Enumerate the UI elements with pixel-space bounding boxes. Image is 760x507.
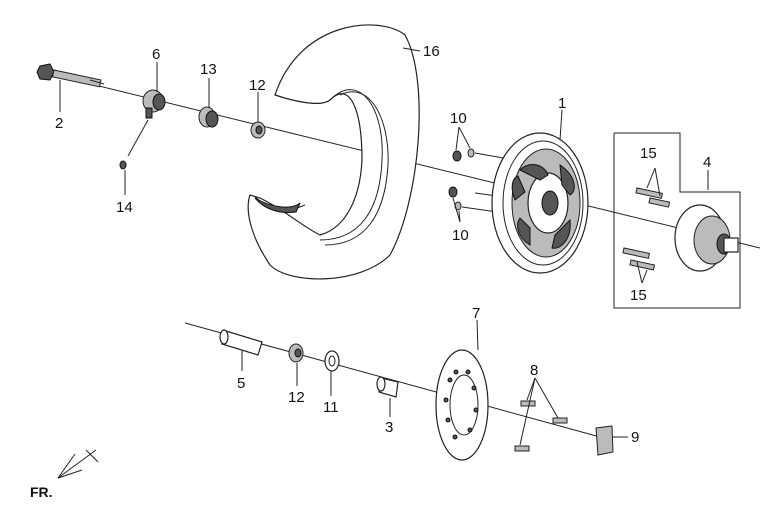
callout-1: 1 (558, 95, 566, 112)
axle-bolt-part (36, 63, 105, 88)
callout-12-lower: 12 (288, 389, 305, 406)
stud-parts (622, 187, 671, 271)
disc-bolt-parts (514, 400, 568, 452)
bearing-part-upper (250, 121, 266, 139)
callout-12-upper: 12 (249, 77, 266, 94)
callout-6: 6 (152, 46, 160, 63)
callout-10-upper: 10 (450, 110, 467, 127)
bearing-part-lower (288, 343, 304, 363)
speedometer-gear-part (142, 89, 166, 119)
callout-10-lower: 10 (452, 227, 469, 244)
leader-lines (59, 47, 709, 446)
front-direction-arrow (57, 449, 99, 479)
callout-16: 16 (423, 43, 440, 60)
collar-part (376, 376, 399, 398)
screw-part (119, 160, 127, 170)
callout-7: 7 (472, 305, 480, 322)
spacer-part (198, 106, 219, 128)
callout-15-lower: 15 (630, 287, 647, 304)
callout-4: 4 (703, 154, 711, 171)
hub-part (613, 132, 741, 309)
callout-11: 11 (323, 399, 339, 416)
brake-disc-part (435, 349, 489, 461)
callout-3: 3 (385, 419, 393, 436)
tire-part (247, 24, 420, 280)
front-marker-label: FR. (30, 484, 53, 500)
lock-plate-part (595, 425, 614, 456)
wheel-rim-part (491, 132, 589, 274)
callout-5: 5 (237, 375, 245, 392)
callout-13: 13 (200, 61, 217, 78)
nut-parts (448, 148, 516, 215)
callout-2: 2 (55, 115, 63, 132)
callout-14: 14 (116, 199, 133, 216)
callout-9: 9 (631, 429, 639, 446)
seal-part (324, 350, 340, 372)
callout-15-upper: 15 (640, 145, 657, 162)
callout-8: 8 (530, 362, 538, 379)
axle-sleeve-part (219, 329, 263, 356)
